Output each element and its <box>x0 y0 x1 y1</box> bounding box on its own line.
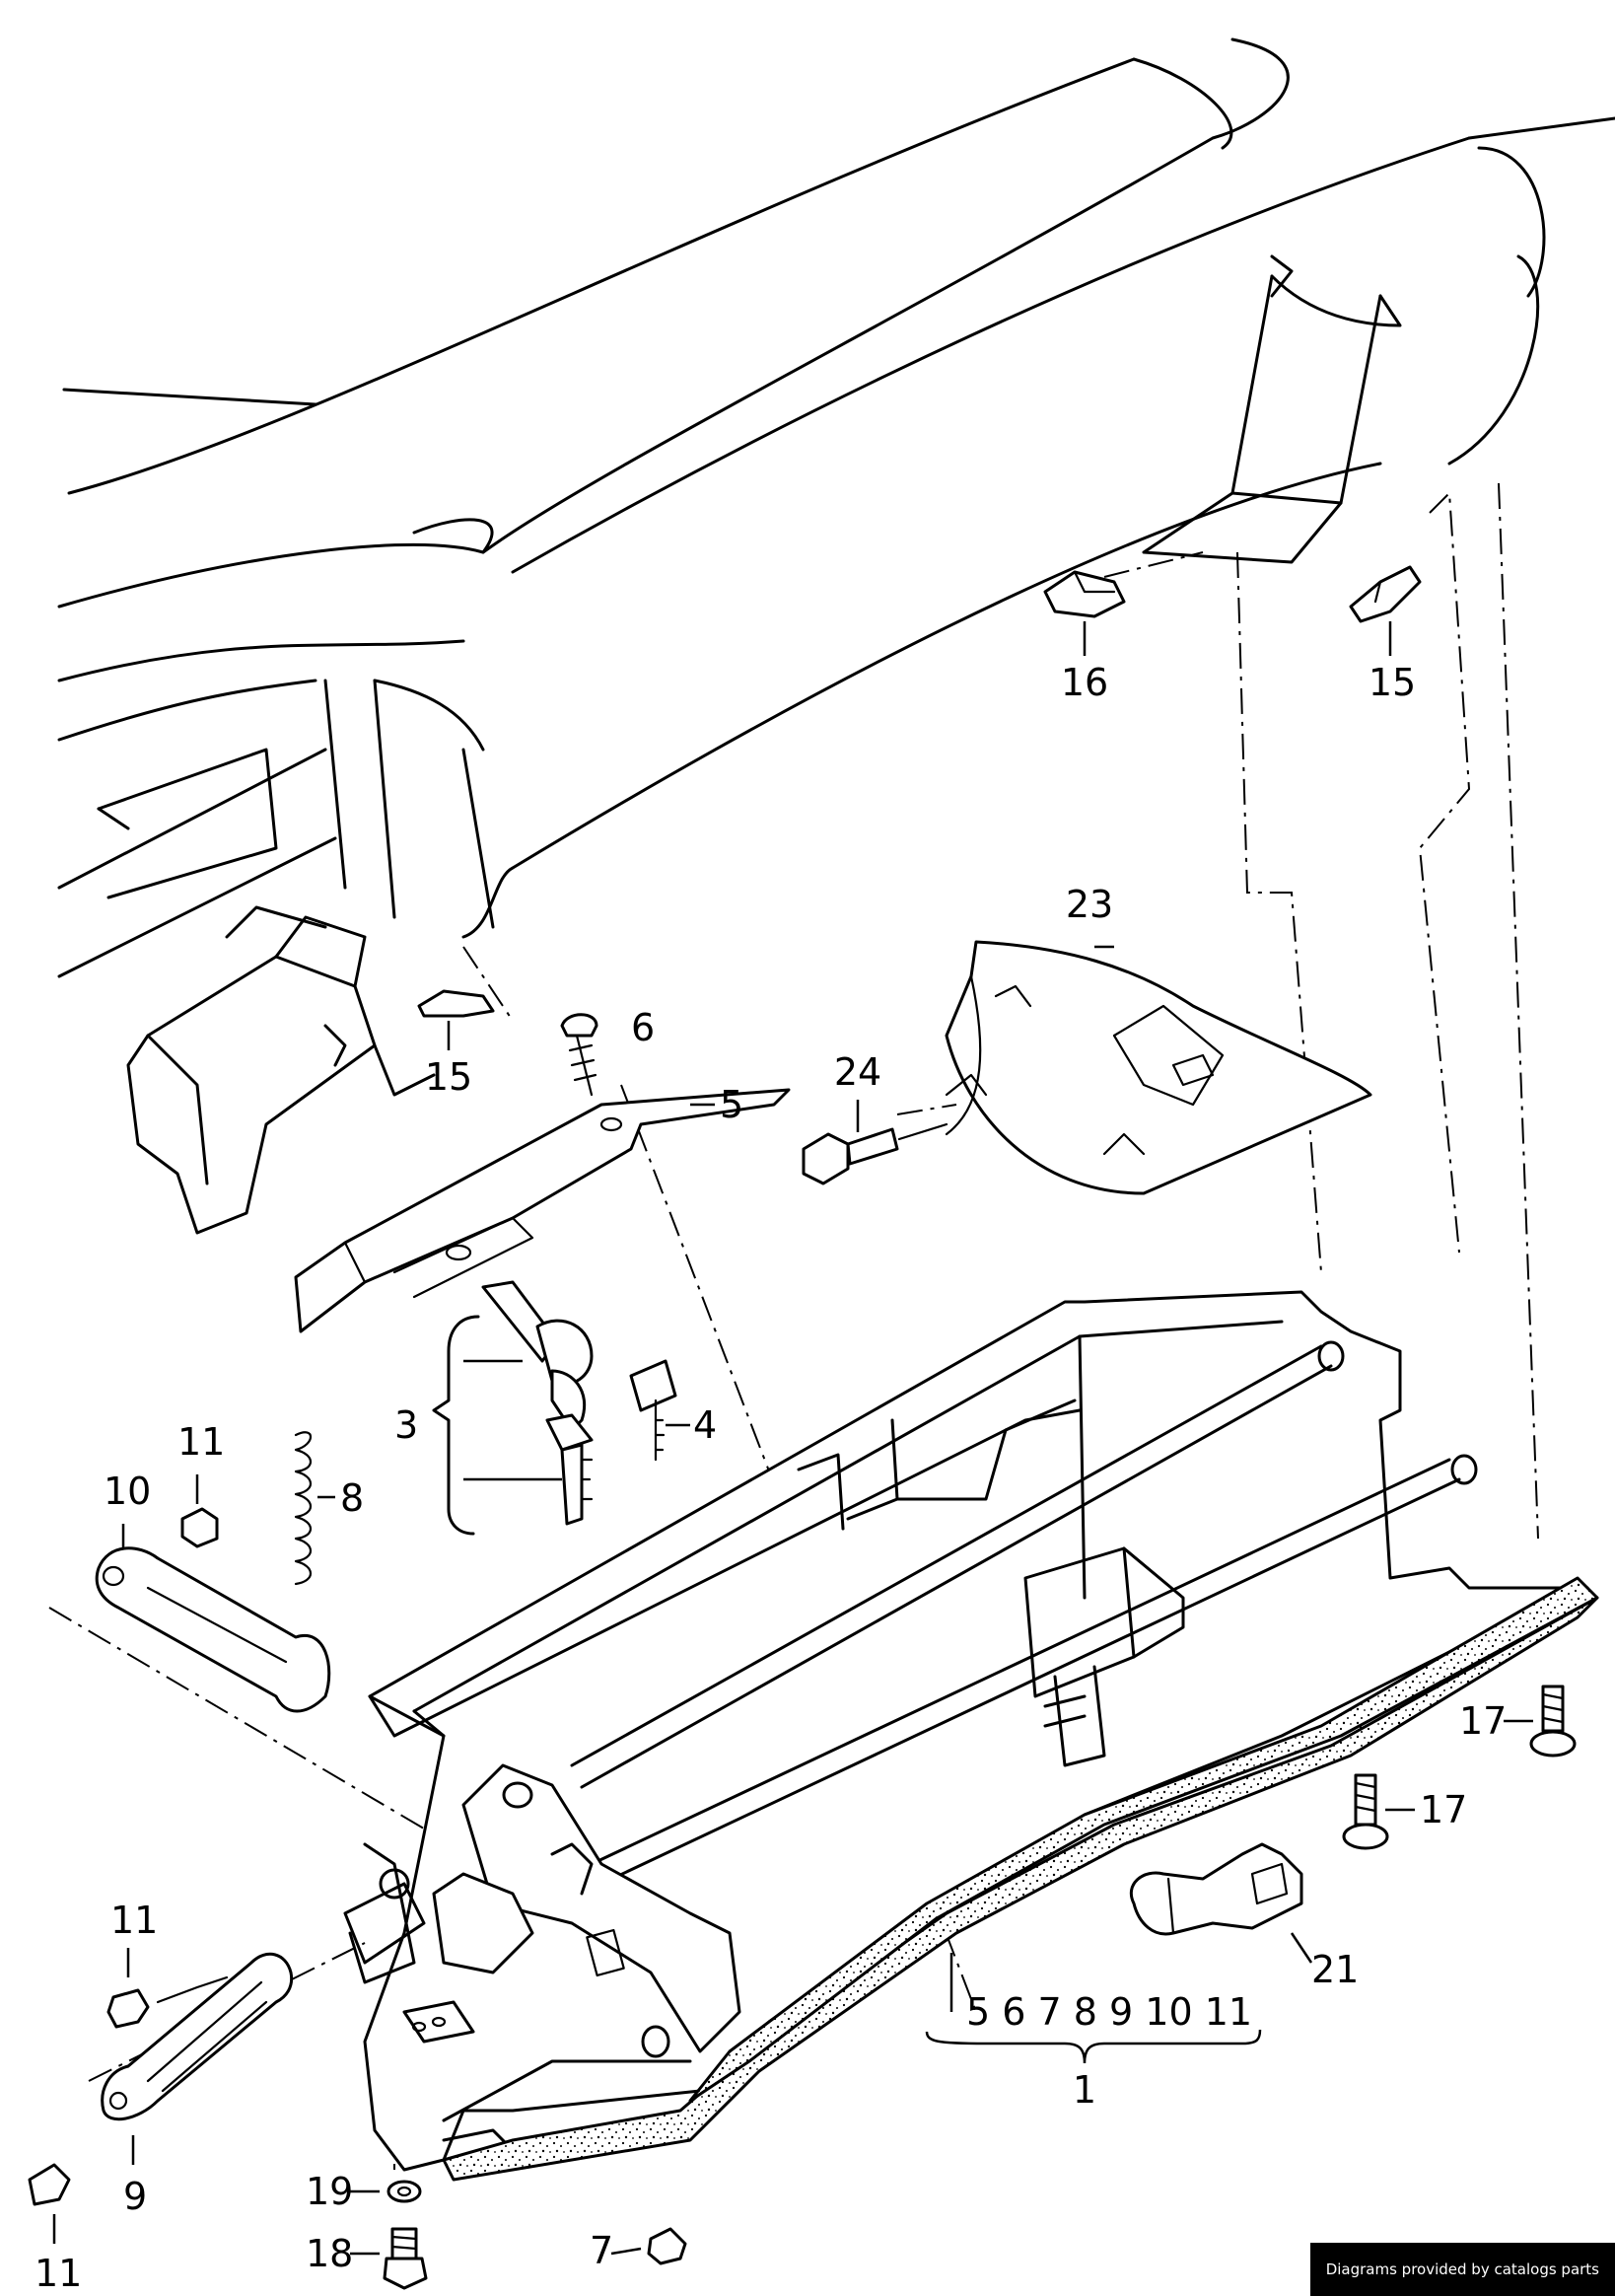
callout-6: 6 <box>631 1006 655 1049</box>
callout-24: 24 <box>834 1050 881 1094</box>
washer-part-19 <box>350 2180 422 2203</box>
trim-strip <box>442 1576 1599 2182</box>
clip-part-16 <box>1043 570 1126 656</box>
callout-9: 9 <box>123 2175 147 2218</box>
clip-part-15-right <box>1349 565 1422 656</box>
bracket-part-5 <box>294 1088 791 1333</box>
callout-labels: 16 15 15 23 24 6 5 3 4 8 10 11 11 9 11 1… <box>35 661 1507 2295</box>
callout-group-row: 5 6 7 8 9 10 11 <box>966 1990 1252 2034</box>
credit-banner: Diagrams provided by catalogs parts <box>1309 2243 1615 2296</box>
callout-11-bottom: 11 <box>35 2252 82 2295</box>
callout-18: 18 <box>306 2232 353 2275</box>
callout-11-middle: 11 <box>110 1899 158 1942</box>
callout-3: 3 <box>394 1403 418 1447</box>
callout-16: 16 <box>1061 661 1108 704</box>
clip-part-15-left <box>417 989 495 1050</box>
callout-19: 19 <box>306 2170 353 2213</box>
screw-part-17-right <box>1504 1685 1577 1758</box>
callout-17-middle: 17 <box>1420 1788 1467 1831</box>
callout-11-top: 11 <box>177 1420 225 1464</box>
callout-1: 1 <box>1073 2068 1096 2112</box>
callout-4: 4 <box>693 1403 717 1447</box>
spring-part-8 <box>294 1431 335 1586</box>
latch-part-21 <box>1129 1842 1313 1964</box>
key-part-4 <box>629 1359 690 1462</box>
nut-part-7 <box>610 2227 687 2265</box>
clip-part-11-top <box>180 1474 219 1548</box>
callout-15-left: 15 <box>425 1055 472 1099</box>
callout-5: 5 <box>720 1083 743 1126</box>
clip-part-11-bottom <box>28 2163 71 2244</box>
callout-8: 8 <box>340 1476 364 1520</box>
callout-23: 23 <box>1066 883 1113 926</box>
cover-panel-part-23 <box>945 940 1372 1195</box>
callout-17-right: 17 <box>1459 1699 1507 1743</box>
lever-part-10 <box>95 1524 331 1713</box>
dashboard-panel <box>57 37 1615 1235</box>
bolt-part-18 <box>350 2227 428 2290</box>
bolt-part-24 <box>802 1100 948 1185</box>
screw-part-17-middle <box>1342 1773 1415 1850</box>
callout-15-right: 15 <box>1369 661 1416 704</box>
callout-21: 21 <box>1311 1948 1359 1991</box>
callout-10: 10 <box>104 1470 151 1513</box>
lock-part-3 <box>432 1280 594 1536</box>
screw-part-6 <box>560 1013 598 1097</box>
group-bracket <box>925 2029 1262 2064</box>
clip-part-11-middle <box>106 1948 229 2029</box>
callout-7: 7 <box>590 2229 613 2272</box>
lever-part-9 <box>101 1952 294 2165</box>
glove-box-assembly-part-1 <box>343 1290 1589 2172</box>
